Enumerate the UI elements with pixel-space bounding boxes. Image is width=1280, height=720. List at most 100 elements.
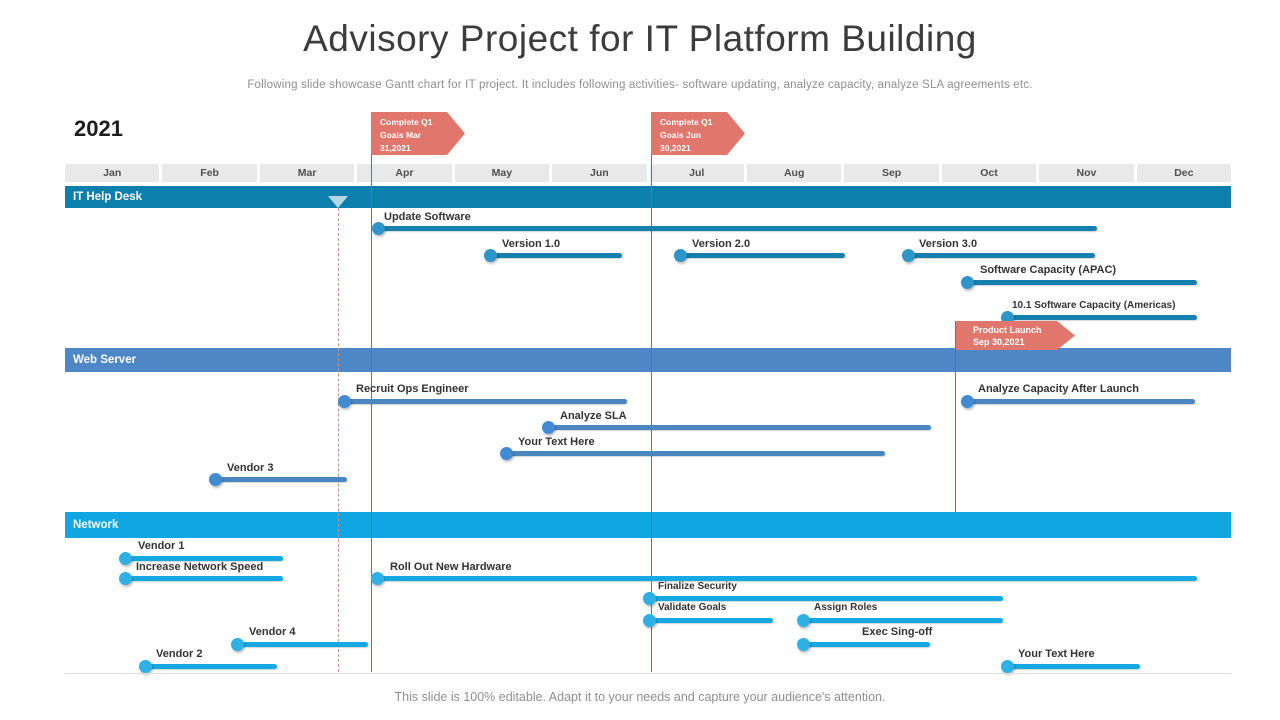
task-bar	[378, 226, 1097, 231]
footer-note: This slide is 100% editable. Adapt it to…	[394, 690, 886, 704]
task-bar	[649, 596, 1003, 601]
task-start-dot	[338, 395, 351, 408]
task-bar	[344, 399, 627, 404]
task-bar	[1007, 664, 1140, 669]
section-banner: IT Help Desk	[65, 186, 1231, 208]
section-banner: Web Server	[65, 348, 1231, 372]
month-header-cell: Dec	[1136, 164, 1232, 182]
milestone-text-line: Complete Q1	[380, 117, 433, 127]
task-start-dot	[484, 249, 497, 262]
task-label: Assign Roles	[814, 602, 878, 613]
task-label: Finalize Security	[658, 581, 737, 592]
task-start-dot	[643, 592, 656, 605]
task-start-dot	[674, 249, 687, 262]
month-header-cell: Sep	[844, 164, 939, 182]
task-start-dot	[542, 421, 555, 434]
task-bar	[803, 618, 1003, 623]
page-title: Advisory Project for IT Platform Buildin…	[303, 18, 977, 59]
task-label: Version 1.0	[502, 238, 561, 250]
task-start-dot	[797, 614, 810, 627]
task-bar	[377, 576, 1197, 581]
task-start-dot	[231, 638, 244, 651]
task-start-dot	[902, 249, 915, 262]
month-header-cell: Jun	[552, 164, 647, 182]
month-header-cell: Apr	[357, 164, 452, 182]
task-start-dot	[961, 276, 974, 289]
task-label: Software Capacity (APAC)	[980, 264, 1117, 276]
task-label: Roll Out New Hardware	[390, 561, 512, 573]
chart-bottom-border	[65, 673, 1231, 674]
task-label: Vendor 1	[138, 540, 185, 552]
task-label: Vendor 2	[156, 648, 203, 660]
task-bar	[680, 253, 845, 258]
task-start-dot	[371, 572, 384, 585]
task-start-dot	[119, 572, 132, 585]
task-label: Recruit Ops Engineer	[356, 383, 469, 395]
month-header-cell: May	[454, 164, 550, 182]
task-bar	[803, 642, 930, 647]
month-header-cell: Aug	[746, 164, 842, 182]
milestone-text-line: Product Launch	[973, 325, 1042, 335]
month-header-cell: Jul	[649, 164, 744, 182]
task-label: 10.1 Software Capacity (Americas)	[1012, 300, 1176, 311]
task-start-dot	[139, 660, 152, 673]
task-bar	[490, 253, 622, 258]
task-label: Analyze Capacity After Launch	[978, 383, 1139, 395]
task-label: Update Software	[384, 211, 471, 223]
task-label: Vendor 4	[249, 626, 296, 638]
month-header-cell: Mar	[259, 164, 355, 182]
month-header-cell: Nov	[1039, 164, 1134, 182]
timeline-marker-triangle-icon	[328, 196, 348, 208]
milestone-text-line: Goals Mar	[380, 130, 422, 140]
guide-line-dashed	[338, 208, 339, 672]
section-banner: Network	[65, 512, 1231, 538]
task-label: Vendor 3	[227, 462, 274, 474]
task-start-dot	[797, 638, 810, 651]
task-bar	[548, 425, 931, 430]
guide-line-solid	[651, 112, 652, 672]
task-bar	[1007, 315, 1197, 320]
task-bar	[125, 576, 283, 581]
task-label: Exec Sing-off	[862, 626, 933, 638]
task-label: Validate Goals	[658, 602, 727, 613]
task-bar	[506, 451, 885, 456]
task-bar	[125, 556, 283, 561]
guide-line-solid	[955, 321, 956, 512]
milestone-text-line: Sep 30,2021	[973, 337, 1025, 347]
task-label: Increase Network Speed	[136, 561, 264, 573]
task-label: Your Text Here	[518, 436, 595, 448]
task-start-dot	[119, 552, 132, 565]
task-start-dot	[643, 614, 656, 627]
task-start-dot	[500, 447, 513, 460]
section-title: Web Server	[73, 354, 137, 366]
milestone-text-line: Goals Jun	[660, 130, 702, 140]
month-header-cell: Jan	[65, 164, 160, 182]
task-label: Version 2.0	[692, 238, 751, 250]
task-bar	[145, 664, 277, 669]
section-title: Network	[73, 519, 119, 531]
task-bar	[215, 477, 347, 482]
guide-line-solid	[371, 112, 372, 672]
milestone-flag: Complete Q1 Goals Jun 30,2021	[651, 112, 745, 155]
month-header-cell: Feb	[162, 164, 257, 182]
task-label: Your Text Here	[1018, 648, 1095, 660]
task-bar	[967, 399, 1195, 404]
month-header-cell: Oct	[941, 164, 1037, 182]
task-bar	[908, 253, 1095, 258]
task-label: Version 3.0	[919, 238, 978, 250]
milestone-text-line: Complete Q1	[660, 117, 713, 127]
task-label: Analyze SLA	[560, 410, 627, 422]
task-start-dot	[1001, 660, 1014, 673]
task-start-dot	[961, 395, 974, 408]
task-bar	[649, 618, 773, 623]
year-label: 2021	[74, 116, 123, 141]
task-start-dot	[209, 473, 222, 486]
task-start-dot	[372, 222, 385, 235]
task-bar	[237, 642, 368, 647]
milestone-text-line: 30,2021	[660, 143, 691, 153]
